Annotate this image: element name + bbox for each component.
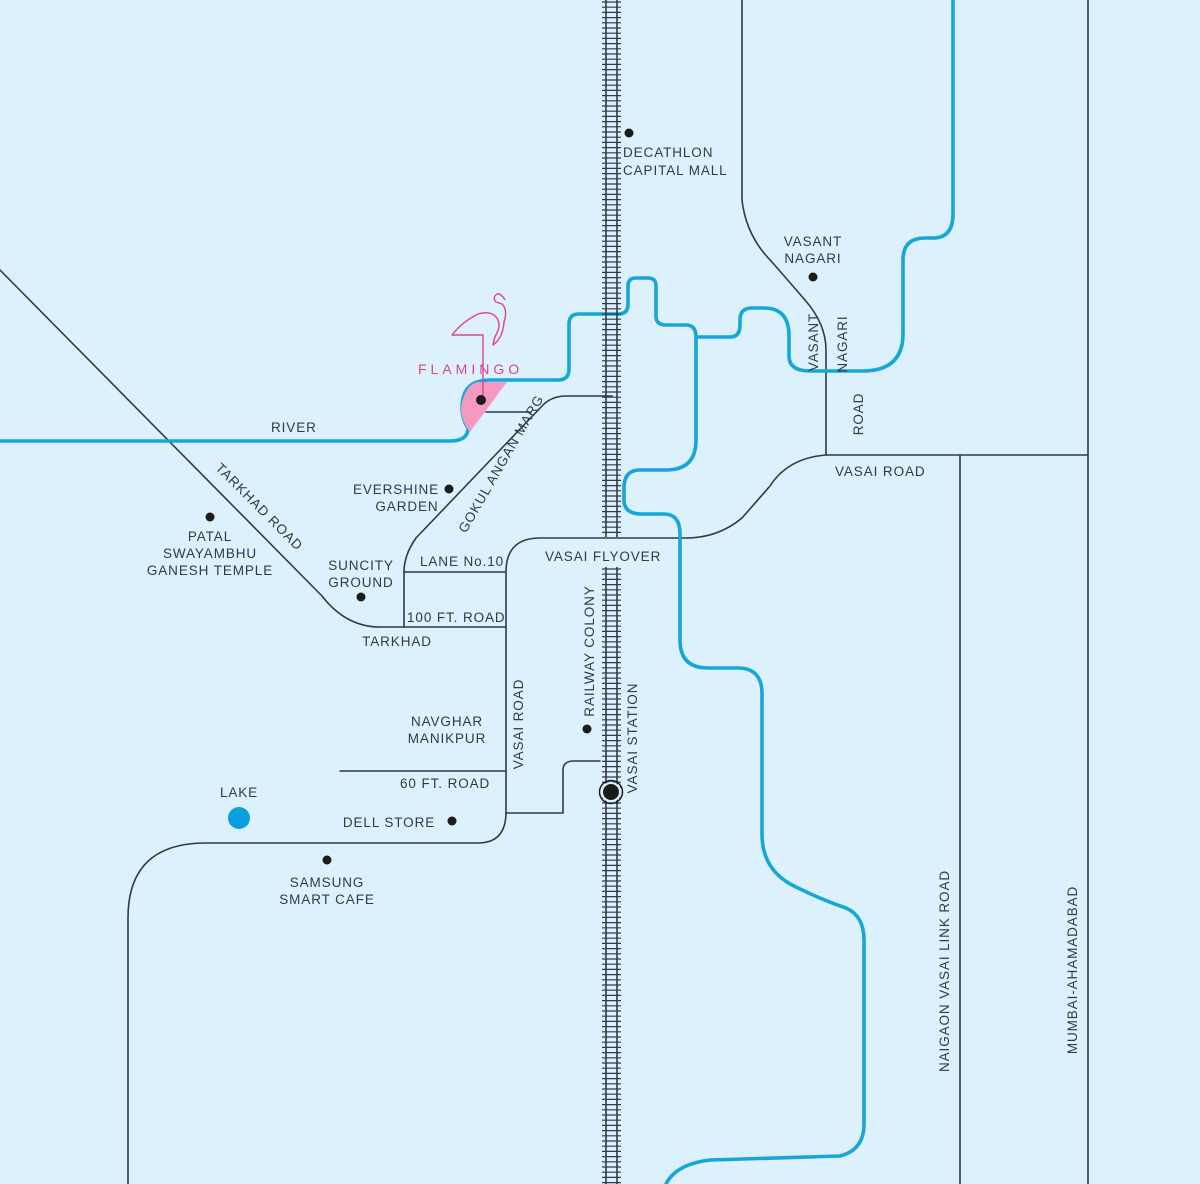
flamingo-logo-icon (451, 293, 507, 398)
vasant-nagari-road-label-line2: NAGARI (835, 315, 850, 372)
samsung-smart-cafe-dot (322, 855, 332, 865)
vasai-road-south-line (127, 626, 507, 1184)
suncity-ground-label-line1: SUNCITY (328, 558, 394, 573)
vasant-nagari-label-line2: NAGARI (784, 251, 841, 266)
vasant-nagari-dot (808, 272, 818, 282)
poi-markers (205, 128, 818, 865)
flamingo-site: FLAMINGO (418, 293, 523, 432)
decathlon-label-line1: DECATHLON (623, 145, 713, 160)
east-river-branch-line (694, 0, 955, 373)
station-link-line (505, 760, 601, 814)
dell-store-dot (447, 816, 457, 826)
flamingo-location-dot (476, 395, 486, 405)
tarkhad-road-line (0, 269, 381, 628)
decathlon-label-line2: CAPITAL MALL (623, 163, 728, 178)
samsung-label-line2: SMART CAFE (279, 892, 375, 907)
dell-store-label: DELL STORE (343, 815, 435, 830)
railway-colony-dot (582, 724, 592, 734)
vasai-flyover-label: VASAI FLYOVER (545, 549, 661, 564)
suncity-ground-label-line2: GROUND (328, 575, 393, 590)
naigaon-vasai-link-road-label: NAIGAON VASAI LINK ROAD (937, 870, 952, 1072)
patal-temple-label-line1: PATAL (188, 529, 232, 544)
main-river-line (0, 276, 866, 1184)
tarkhad-label: TARKHAD (362, 634, 432, 649)
vasai-road-vertical-line (505, 454, 1089, 628)
railway-track (602, 0, 621, 1184)
hundred-ft-road-label: 100 FT. ROAD (407, 610, 506, 625)
navghar-label-line1: NAVGHAR (411, 714, 483, 729)
suncity-link-line (403, 537, 417, 628)
vasant-nagari-road-line (741, 0, 827, 456)
samsung-label-line1: SAMSUNG (290, 875, 365, 890)
river-network (0, 0, 955, 1184)
lake-marker (228, 807, 250, 829)
mumbai-ahamadabad-label: MUMBAI-AHAMADABAD (1065, 886, 1080, 1054)
vasant-nagari-label-line1: VASANT (784, 234, 842, 249)
railway-colony-label: RAILWAY COLONY (582, 585, 597, 716)
evershine-garden-label-line2: GARDEN (375, 499, 438, 514)
vasai-station-ring (598, 779, 624, 805)
patal-temple-label-line3: GANESH TEMPLE (147, 563, 273, 578)
road-network (0, 0, 1089, 1184)
vasant-nagari-road-label-line1: VASANT (806, 313, 821, 371)
patal-ganesh-temple-dot (205, 512, 215, 522)
site-plot-highlight (461, 382, 507, 432)
vasai-road-east-label: VASAI ROAD (835, 464, 926, 479)
rail-ties (602, 1, 621, 1184)
river-label: RIVER (271, 420, 317, 435)
lake-label: LAKE (220, 785, 258, 800)
flamingo-brand-label: FLAMINGO (418, 361, 523, 377)
vasai-road-vertical-label: VASAI ROAD (511, 679, 526, 770)
lane-no-10-label: LANE No.10 (420, 554, 504, 569)
gokul-angan-marg-line (415, 395, 613, 539)
suncity-ground-dot (356, 592, 366, 602)
navghar-label-line2: MANIKPUR (408, 731, 486, 746)
vasai-station-marker (601, 782, 621, 802)
sixty-ft-road-label: 60 FT. ROAD (400, 776, 490, 791)
patal-temple-label-line2: SWAYAMBHU (163, 546, 257, 561)
vasant-nagari-road-label-line3: ROAD (851, 393, 866, 436)
evershine-garden-dot (444, 484, 454, 494)
evershine-garden-label-line1: EVERSHINE (353, 482, 439, 497)
vasai-station-label: VASAI STATION (625, 683, 640, 794)
decathlon-dot (624, 128, 634, 138)
